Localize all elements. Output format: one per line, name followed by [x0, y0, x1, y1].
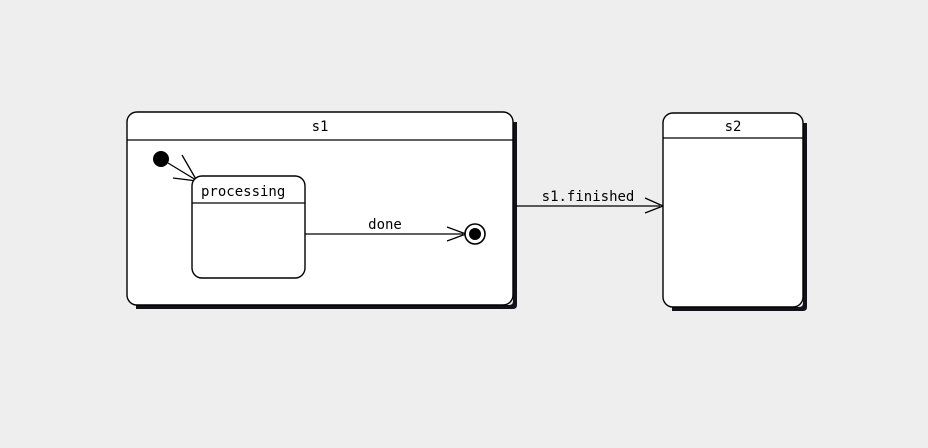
state-processing-title: processing [201, 184, 285, 200]
state-processing[interactable]: processing [191, 175, 306, 279]
state-s2-body [662, 112, 804, 308]
final-state-node[interactable] [464, 223, 486, 245]
state-s2[interactable]: s2 [662, 112, 807, 311]
transition-initial-to-processing-line [167, 162, 197, 181]
transition-done-arrowhead [446, 226, 467, 242]
transition-s1-finished-arrowhead [644, 197, 664, 214]
transition-s1-finished-label: s1.finished [542, 189, 635, 205]
transition-done[interactable]: done [305, 217, 467, 242]
transition-s1-finished[interactable]: s1.finished [516, 189, 664, 214]
final-state-inner-circle-icon [469, 228, 481, 240]
transition-done-label: done [368, 217, 402, 233]
state-s1-body [126, 111, 514, 306]
state-s1-title: s1 [312, 119, 329, 135]
state-processing-body [191, 175, 306, 279]
state-s2-title: s2 [725, 119, 742, 135]
state-s1[interactable]: s1 [126, 111, 517, 309]
initial-state-node[interactable] [153, 151, 169, 167]
initial-state-circle-icon [153, 151, 169, 167]
